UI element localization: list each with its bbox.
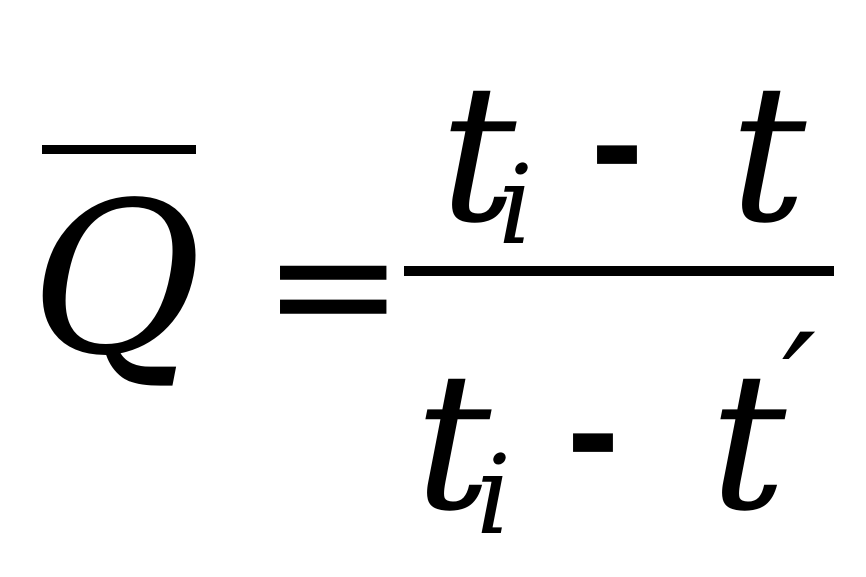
numerator-t-left: t (440, 44, 517, 265)
denominator-minus: - (566, 359, 620, 511)
denominator-t-right: t (710, 332, 787, 553)
fraction-line (404, 266, 834, 276)
equals-sign: = (262, 186, 405, 384)
numerator-minus: - (590, 71, 644, 223)
denominator-subscript-i: i (476, 431, 512, 559)
denominator-prime: ′ (782, 303, 817, 477)
q-overline (42, 145, 196, 154)
numerator-t-right: t (730, 44, 807, 265)
denominator-t-left: t (415, 332, 492, 553)
numerator-subscript-i: i (498, 141, 534, 269)
q-symbol: Q (30, 157, 203, 402)
